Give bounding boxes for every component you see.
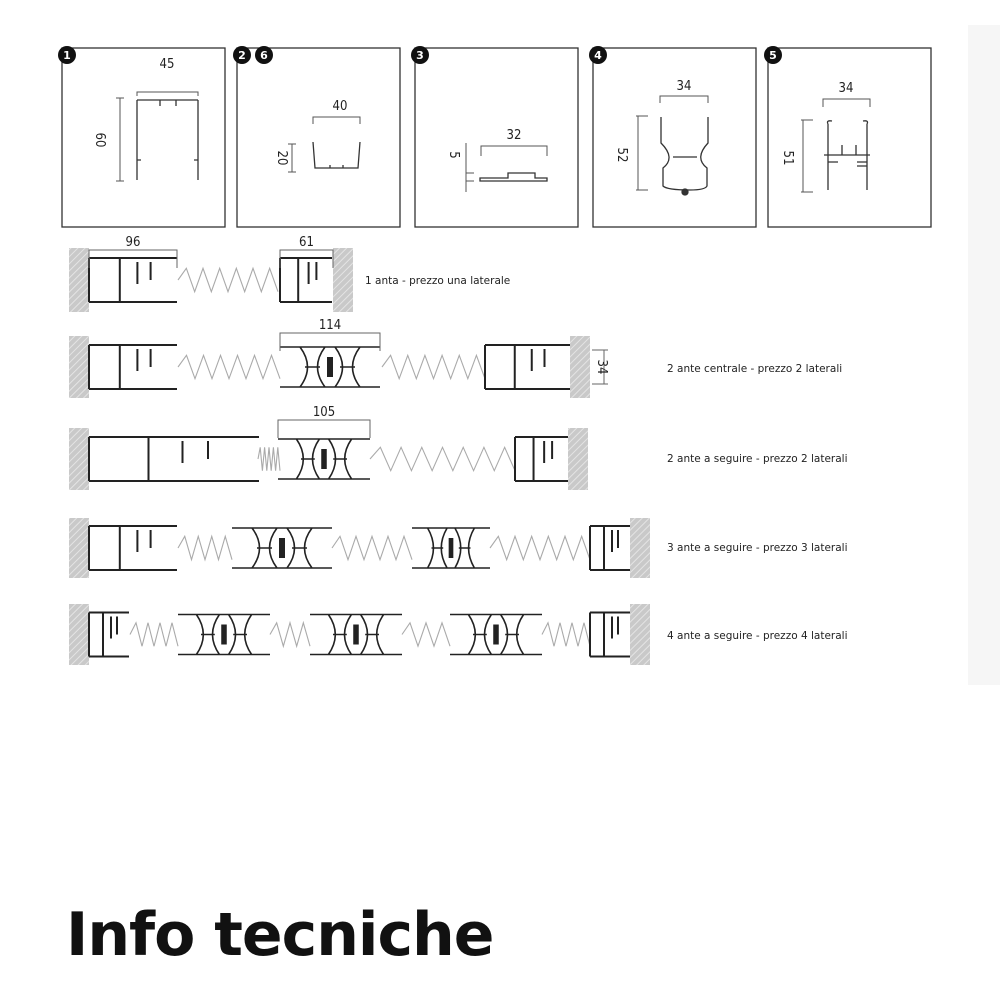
pleated-mesh	[177, 266, 279, 294]
frame-profile	[484, 344, 570, 390]
pleated-mesh	[541, 621, 591, 647]
pleated-mesh	[177, 534, 233, 562]
magnet-closure	[448, 538, 454, 558]
frame-profile	[88, 525, 177, 571]
leaf-profile	[232, 527, 332, 569]
wall-icon	[570, 336, 590, 398]
badge-icon	[764, 46, 782, 64]
frame-profile	[514, 436, 568, 482]
configuration-label: 2 ante a seguire - prezzo 2 laterali	[667, 453, 848, 465]
configuration-label: 3 ante a seguire - prezzo 3 laterali	[667, 542, 848, 554]
profile-box-5: 5	[764, 46, 932, 228]
frame-profile	[88, 611, 129, 658]
wall-icon	[568, 428, 588, 490]
badge-icon	[233, 46, 251, 64]
section-title: Info tecniche	[66, 900, 494, 970]
wall-icon	[69, 518, 89, 578]
magnet-closure	[221, 624, 227, 645]
height-dimension: 51	[780, 151, 795, 166]
badge-icon	[58, 46, 76, 64]
leaf-profile	[278, 438, 370, 480]
profile-badge: 2	[238, 49, 246, 62]
profile-badge: 4	[594, 49, 602, 62]
wall-icon	[69, 604, 89, 665]
profile-box-4: 4	[589, 46, 757, 228]
pleated-mesh	[401, 621, 451, 648]
dimension-label: 34	[594, 360, 609, 375]
badge-icon	[255, 46, 273, 64]
wall-icon	[630, 604, 650, 665]
frame-profile	[589, 525, 630, 571]
wall-icon	[69, 336, 89, 398]
page-edge-strip	[968, 25, 1000, 685]
profile-box-1: 1	[58, 46, 226, 228]
badge-icon	[411, 46, 429, 64]
profile-badge: 6	[260, 49, 268, 62]
height-dimension: 5	[446, 151, 461, 158]
frame-profile	[279, 257, 332, 303]
pleated-mesh	[331, 534, 413, 562]
width-dimension: 34	[677, 79, 692, 94]
profile-badge: 3	[416, 49, 424, 62]
wall-icon	[69, 428, 89, 490]
pleated-mesh	[269, 620, 311, 649]
frame-profile	[88, 257, 177, 303]
leaf-profile	[178, 613, 270, 656]
magnet-closure	[327, 357, 333, 377]
pleated-mesh	[177, 353, 281, 381]
badge-icon	[589, 46, 607, 64]
frame-profile	[589, 611, 630, 658]
width-dimension: 45	[160, 57, 175, 72]
configuration-row-5: 4 ante a seguire - prezzo 4 laterali	[69, 604, 848, 665]
dimension-label: 114	[319, 318, 341, 333]
leaf-profile	[450, 613, 542, 656]
magnet-closure	[279, 538, 285, 558]
pleated-mesh	[489, 534, 591, 562]
pleated-mesh	[381, 353, 486, 381]
configuration-row-3: 105 2 ante a seguire - prezzo 2 laterali	[69, 405, 848, 490]
configuration-label: 2 ante centrale - prezzo 2 laterali	[667, 363, 842, 375]
wall-icon	[69, 248, 89, 312]
dimension-label: 96	[126, 235, 141, 250]
leaf-profile	[280, 346, 380, 388]
configuration-row-1: 96 61 1 anta - prezzo una laterale	[69, 235, 510, 312]
configuration-label: 4 ante a seguire - prezzo 4 laterali	[667, 630, 848, 642]
magnet-closure	[321, 449, 327, 469]
width-dimension: 32	[507, 128, 522, 143]
configuration-label: 1 anta - prezzo una laterale	[365, 275, 510, 287]
frame-profile	[88, 436, 259, 482]
magnet-closure	[353, 624, 359, 645]
leaf-profile	[310, 613, 402, 656]
pleated-mesh	[257, 447, 281, 471]
pleated-mesh	[129, 621, 179, 647]
width-dimension: 40	[333, 99, 348, 114]
dimension-label: 61	[299, 235, 314, 250]
height-dimension: 60	[92, 133, 107, 148]
frame-profile	[88, 344, 177, 390]
height-dimension: 20	[274, 151, 289, 166]
wall-icon	[630, 518, 650, 578]
profile-badge: 1	[63, 49, 71, 62]
wall-icon	[333, 248, 353, 312]
magnet-closure	[493, 624, 499, 645]
profile-box-3: 3	[411, 46, 579, 228]
dimension-label: 105	[313, 405, 335, 420]
height-dimension: 52	[614, 148, 629, 163]
leaf-profile	[412, 527, 490, 569]
profile-badge: 5	[769, 49, 777, 62]
configuration-row-4: 3 ante a seguire - prezzo 3 laterali	[69, 518, 848, 578]
width-dimension: 34	[839, 81, 854, 96]
configuration-row-2: 114 34 2 ante centrale - prezzo 2 laterali	[69, 318, 842, 398]
pleated-mesh	[369, 445, 516, 473]
